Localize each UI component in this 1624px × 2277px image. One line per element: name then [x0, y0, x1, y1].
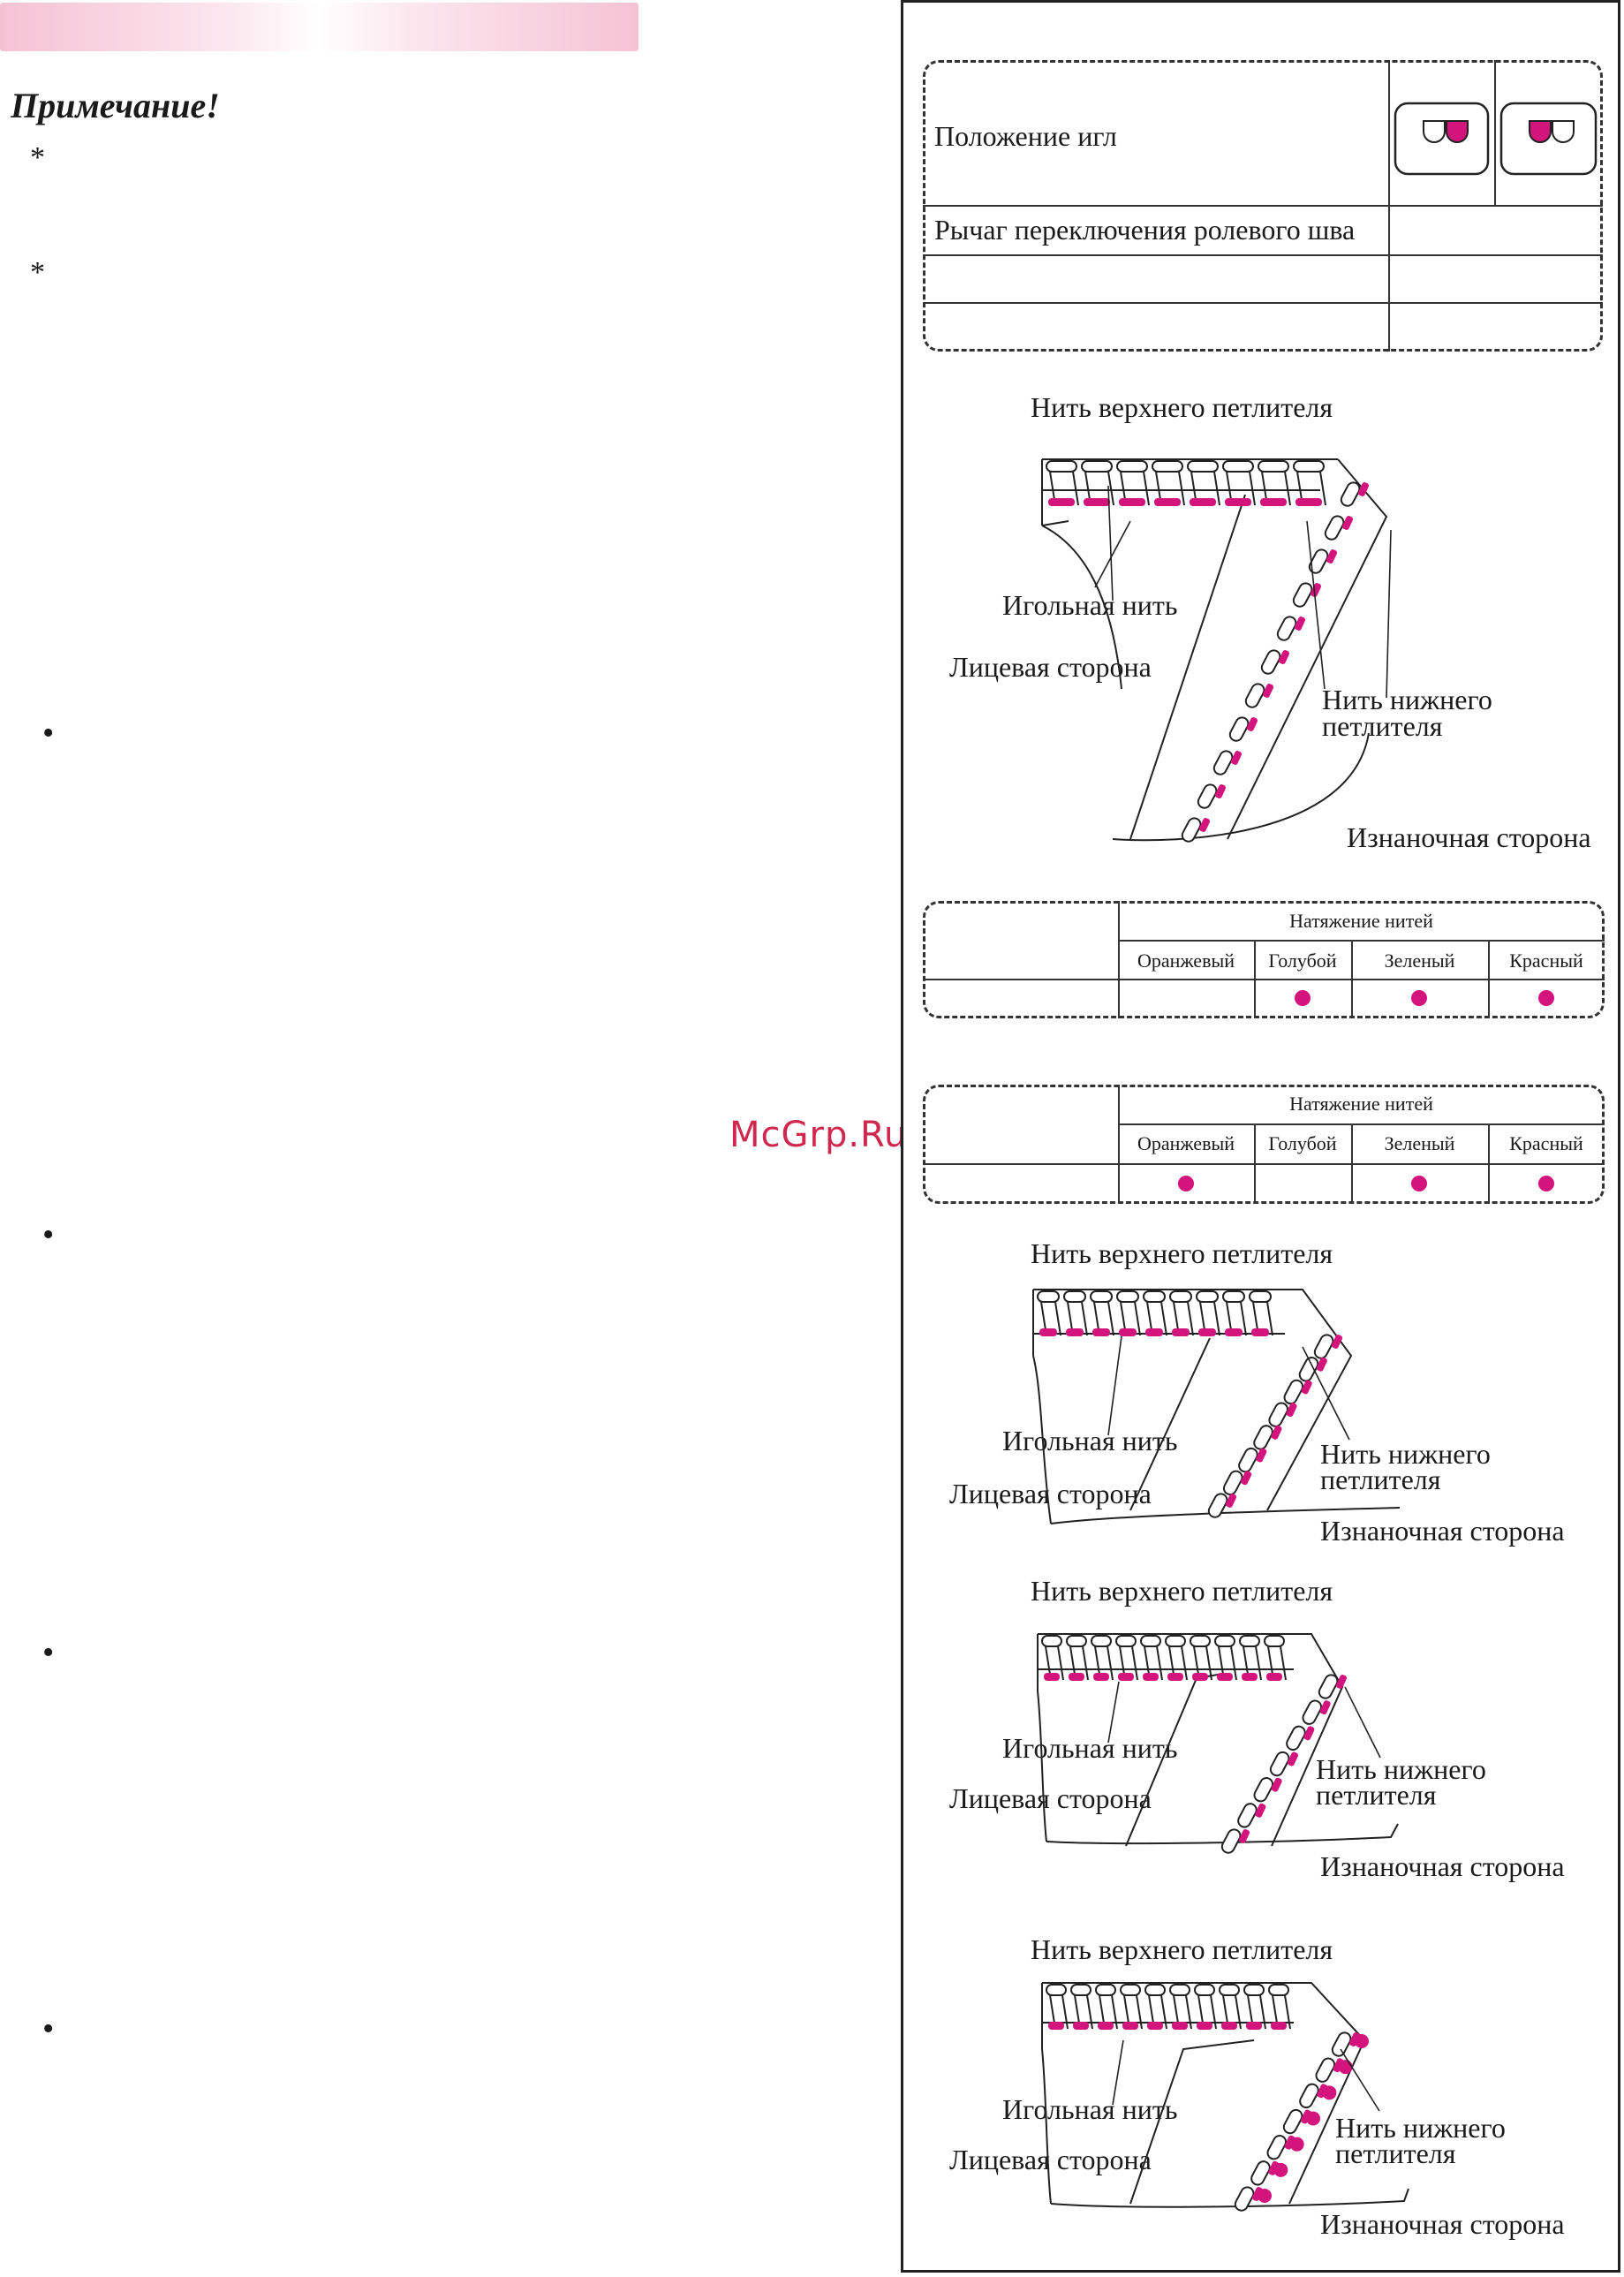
needle-thread-label: Игольная нить [1002, 1425, 1178, 1456]
tension-dot [1411, 1176, 1427, 1191]
lower-looper-label: Нить нижнего [1335, 2112, 1506, 2144]
tension-dot [1411, 990, 1427, 1006]
col-red: Красный [1509, 1132, 1583, 1154]
tension-table-2 [923, 1085, 1605, 1204]
watermark: McGrp.Ru [729, 1115, 908, 1155]
needle-position-icon-left-needle [1499, 102, 1598, 176]
bullet-marker: • [42, 2010, 55, 2047]
upper-looper-label: Нить верхнего петлителя [1031, 1237, 1333, 1269]
tension-dot [1178, 1176, 1194, 1191]
needle-position-label: Положение игл [934, 120, 1117, 152]
tension-header: Натяжение нитей [1289, 1093, 1433, 1115]
tension-dot [1538, 1176, 1554, 1191]
back-side-label: Изнаночная сторона [1320, 2208, 1565, 2240]
roll-hem-lever-label: Рычаг переключения ролевого шва [934, 214, 1356, 246]
needle-position-icon-right-needle [1394, 102, 1490, 176]
col-green: Зеленый [1384, 1132, 1455, 1154]
lower-looper-label-2: петлителя [1322, 710, 1443, 742]
bullet-marker: • [42, 715, 55, 752]
front-side-label: Лицевая сторона [949, 2144, 1152, 2175]
back-side-label: Изнаночная сторона [1320, 1850, 1565, 1882]
lower-looper-label: Нить нижнего [1322, 684, 1492, 715]
tension-dot [1295, 990, 1311, 1006]
col-green: Зеленый [1384, 949, 1455, 972]
stitch-diagram-1 [1041, 458, 1392, 843]
needle-thread-label: Игольная нить [1002, 589, 1178, 621]
back-side-label: Изнаночная сторона [1320, 1515, 1565, 1547]
col-orange: Оранжевый [1137, 1132, 1235, 1154]
asterisk-marker: * [30, 256, 45, 289]
upper-looper-label: Нить верхнего петлителя [1031, 1933, 1333, 1965]
lower-looper-label: Нить нижнего [1316, 1753, 1486, 1785]
tension-dot [1538, 990, 1554, 1006]
lower-looper-label: Нить нижнего [1320, 1438, 1491, 1470]
note-title: Примечание! [11, 86, 220, 125]
asterisk-marker: * [30, 141, 45, 174]
tension-header: Натяжение нитей [1289, 910, 1433, 932]
bullet-marker: • [42, 1634, 55, 1671]
lower-looper-label-2: петлителя [1320, 1464, 1441, 1495]
lower-looper-label-2: петлителя [1316, 1779, 1437, 1811]
needle-thread-label: Игольная нить [1002, 2093, 1178, 2125]
front-side-label: Лицевая сторона [949, 1782, 1152, 1814]
stitch-diagram-2 [1032, 1289, 1401, 1524]
col-blue: Голубой [1268, 1132, 1337, 1154]
bullet-marker: • [42, 1216, 55, 1253]
stitch-diagram-4 [1041, 1982, 1409, 2212]
col-red: Красный [1509, 949, 1583, 972]
header-bar [0, 3, 638, 51]
tension-table-1 [923, 901, 1605, 1018]
col-blue: Голубой [1268, 949, 1337, 972]
back-side-label: Изнаночная сторона [1347, 821, 1591, 853]
stitch-diagram-3 [1037, 1633, 1399, 1854]
right-panel-frame [901, 0, 1620, 2273]
lower-looper-label-2: петлителя [1335, 2137, 1456, 2169]
upper-looper-label: Нить верхнего петлителя [1031, 1575, 1333, 1607]
col-orange: Оранжевый [1137, 949, 1235, 972]
needle-thread-label: Игольная нить [1002, 1732, 1178, 1764]
upper-looper-label: Нить верхнего петлителя [1031, 391, 1333, 423]
front-side-label: Лицевая сторона [949, 1478, 1152, 1509]
